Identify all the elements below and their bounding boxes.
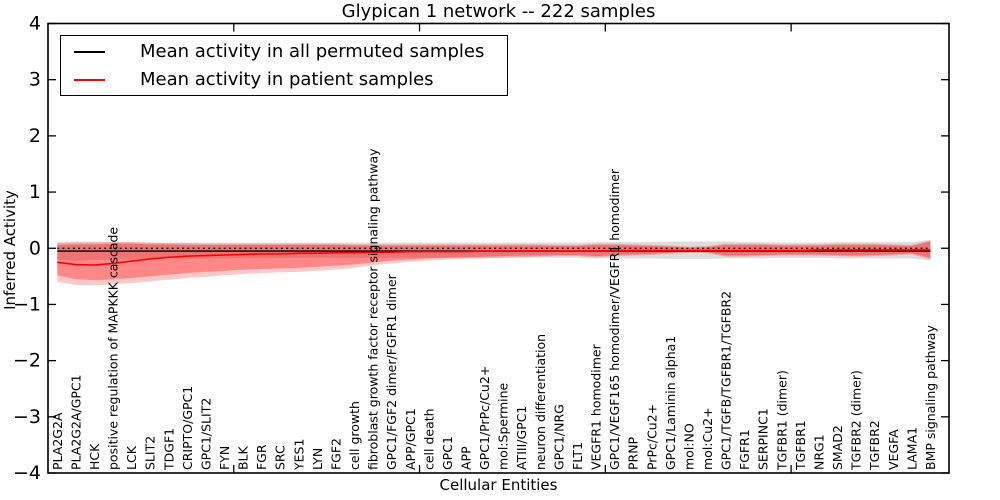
x-category-label: SERPINC1 <box>756 408 771 470</box>
legend-entry-permuted: Mean activity in all permuted samples <box>61 41 507 63</box>
x-category-label: neuron differentiation <box>533 334 548 470</box>
x-category-label: NRG1 <box>811 434 826 470</box>
x-category-label: FGF2 <box>328 438 343 470</box>
x-category-label: LAMA1 <box>904 427 919 470</box>
chart-title: Glypican 1 network -- 222 samples <box>341 1 656 22</box>
legend-entry-patient: Mean activity in patient samples <box>61 69 507 91</box>
x-category-label: GPC1/Laminin alpha1 <box>663 336 678 470</box>
x-category-label: SMAD2 <box>830 425 845 470</box>
x-category-label: YES1 <box>291 439 306 471</box>
x-category-label: GPC1/NRG <box>551 404 566 470</box>
x-category-label: TGFBR1 (dimer) <box>774 370 789 471</box>
x-category-label: HCK <box>87 443 102 470</box>
x-category-label: SLIT2 <box>143 436 158 470</box>
x-category-label: APP <box>458 446 473 470</box>
x-category-label: PRNP <box>626 436 641 470</box>
x-category-label: mol:Cu2+ <box>700 407 715 470</box>
x-category-label: LYN <box>310 448 325 470</box>
x-category-label: VEGFA <box>886 429 901 470</box>
x-category-label: GPC1/FGF2 dimer/FGFR1 dimer <box>384 273 399 470</box>
y-tick-label: −3 <box>13 406 41 428</box>
x-category-label: GPC1 <box>440 436 455 470</box>
x-category-label: ATIII/GPC1 <box>514 406 529 470</box>
x-category-label: cell growth <box>347 401 362 470</box>
x-axis-label: Cellular Entities <box>439 476 558 494</box>
y-tick-label: −1 <box>13 293 41 315</box>
x-category-label: TGFBR2 (dimer) <box>849 370 864 471</box>
x-category-label: GPC1/VEGF165 homodimer/VEGFR1 homodimer <box>607 168 622 470</box>
y-tick-label: 3 <box>29 69 41 91</box>
x-category-label: cell death <box>421 408 436 470</box>
permuted-samples-range-band <box>57 239 931 261</box>
x-category-label: VEGFR1 homodimer <box>589 343 604 470</box>
x-category-label: FLT1 <box>570 442 585 470</box>
y-tick-label: −2 <box>13 350 41 372</box>
y-tick-label: 1 <box>29 181 41 203</box>
x-category-label: LCK <box>124 445 139 470</box>
x-category-label: FGR <box>254 444 269 470</box>
x-category-label: FYN <box>217 446 232 470</box>
x-category-label: BLK <box>236 445 251 470</box>
patient-line-swatch <box>74 78 105 81</box>
x-category-label: FGFR1 <box>737 429 752 470</box>
legend: Mean activity in all permuted samples Me… <box>60 35 508 96</box>
x-category-label: fibroblast growth factor receptor signal… <box>366 148 381 470</box>
x-category-label: mol:Spermine <box>496 382 511 470</box>
y-tick-label: 4 <box>29 13 41 35</box>
x-category-label: GPC1/PrPc/Cu2+ <box>477 366 492 470</box>
x-category-label: GPC1/TGFB/TGFBR1/TGFBR2 <box>719 291 734 470</box>
y-axis-label: Inferred Activity <box>1 190 19 310</box>
x-category-label: BMP signaling pathway <box>923 325 938 470</box>
series-line-1 <box>57 249 931 266</box>
y-tick-label: 0 <box>29 237 41 259</box>
y-tick-label: −4 <box>13 462 41 484</box>
x-category-label: PLA2G2A/GPC1 <box>68 374 83 470</box>
x-category-label: TGFBR2 <box>867 420 882 471</box>
x-category-label: TGFBR1 <box>793 420 808 471</box>
x-category-label: GPC1/SLIT2 <box>198 398 213 470</box>
x-category-label: APP/GPC1 <box>403 408 418 470</box>
x-category-label: TDGF1 <box>161 428 176 471</box>
x-category-label: PrPc/Cu2+ <box>644 404 659 470</box>
x-category-label: SRC <box>273 445 288 470</box>
y-tick-label: 2 <box>29 125 41 147</box>
legend-label-permuted: Mean activity in all permuted samples <box>140 41 485 62</box>
x-category-label: PLA2G2A <box>50 412 65 470</box>
legend-label-patient: Mean activity in patient samples <box>140 69 434 90</box>
x-category-label: positive regulation of MAPKKK cascade <box>106 227 121 470</box>
x-category-label: mol:NO <box>681 423 696 470</box>
x-category-label: CRIPTO/GPC1 <box>180 386 195 470</box>
permuted-line-swatch <box>74 50 105 53</box>
